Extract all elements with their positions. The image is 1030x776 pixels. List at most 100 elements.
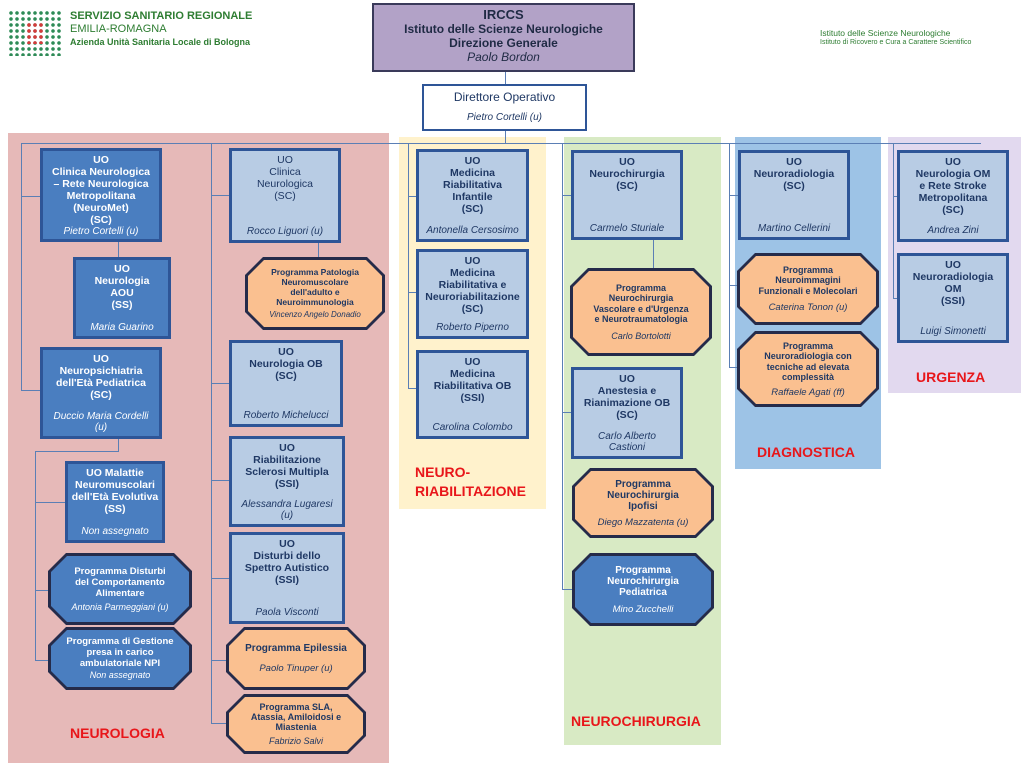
program-title: Programma Neurochirurgia Ipofisi xyxy=(607,478,679,512)
connector-col4-ped xyxy=(562,589,574,590)
program-person: Diego Mazzatenta (u) xyxy=(597,516,689,528)
area-label-neurochirurgia: NEUROCHIRURGIA xyxy=(571,713,701,729)
unit-neuropsichiatria: UO Neuropsichiatria dell'Età Pediatrica … xyxy=(40,347,162,439)
connector-col4-an xyxy=(562,412,571,413)
program-title: Programma Neuroradiologia con tecniche a… xyxy=(764,340,852,382)
connector-npi-to-malattie xyxy=(35,502,65,503)
connector-col3-inf xyxy=(408,196,416,197)
unit-title: UO Disturbi dello Spettro Autistico (SSI… xyxy=(244,538,330,586)
unit-clinica-neuromet: UO Clinica Neurologica – Rete Neurologic… xyxy=(40,148,162,242)
unit-neurochirurgia: UO Neurochirurgia (SC) Carmelo Sturiale xyxy=(571,150,683,240)
unit-title: UO Neuroradiologia OM (SSI) xyxy=(912,259,994,307)
connector-col3 xyxy=(408,143,409,388)
connector-main-horizontal xyxy=(21,143,981,144)
program-person: Paolo Tinuper (u) xyxy=(259,663,333,674)
connector-clinica-prog xyxy=(318,243,319,257)
irccs-box: IRCCS Istituto delle Scienze Neurologich… xyxy=(372,3,635,72)
area-label-neuroriabilitazione: NEURO- RIABILITAZIONE xyxy=(415,464,526,499)
unit-anestesia: UO Anestesia e Rianimazione OB (SC) Carl… xyxy=(571,367,683,459)
connector-npi-to-alimentare xyxy=(35,590,49,591)
connector-col6-om xyxy=(893,196,897,197)
unit-person: Maria Guarino xyxy=(90,322,154,333)
unit-person: Carmelo Sturiale xyxy=(589,223,665,234)
connector-neuromet-aou xyxy=(118,242,119,257)
unit-spettro-autistico: UO Disturbi dello Spettro Autistico (SSI… xyxy=(229,532,345,624)
unit-person: Alessandra Lugaresi (u) xyxy=(241,499,333,521)
program-pediatrica: Programma Neurochirurgia Pediatrica Mino… xyxy=(572,553,714,626)
unit-person: Duccio Maria Cordelli (u) xyxy=(53,411,149,433)
unit-person: Carlo Alberto Castioni xyxy=(598,431,656,453)
unit-title: UO Medicina Riabilitativa e Neuroriabili… xyxy=(425,255,520,315)
area-label-neurologia: NEUROLOGIA xyxy=(70,725,165,741)
program-person: Vincenzo Angelo Donadio xyxy=(269,310,361,319)
connector-col6-nom xyxy=(893,298,897,299)
unit-title: UO Medicina Riabilitativa OB (SSI) xyxy=(433,356,512,404)
isn-logo-line-1: Istituto delle Scienze Neurologiche xyxy=(820,28,951,38)
unit-person: Andrea Zini xyxy=(927,225,979,236)
direttore-operativo-box: Direttore Operativo Pietro Cortelli (u) xyxy=(422,84,587,131)
program-disturbi-alimentare: Programma Disturbi del Comportamento Ali… xyxy=(48,553,192,625)
ausl-logo: SERVIZIO SANITARIO REGIONALE EMILIA-ROMA… xyxy=(8,10,258,56)
program-title: Programma Neurochirurgia Pediatrica xyxy=(607,564,679,598)
ausl-logo-mark-red xyxy=(26,22,44,44)
connector-col1-neuromet xyxy=(21,196,40,197)
unit-title: UO Anestesia e Rianimazione OB (SC) xyxy=(583,373,671,421)
connector-npi-to-gestione xyxy=(35,660,49,661)
unit-title: UO Clinica Neurologica – Rete Neurologic… xyxy=(51,154,151,226)
program-title: Programma Epilessia xyxy=(245,643,347,654)
unit-person: Roberto Michelucci xyxy=(243,410,329,421)
unit-title: UO Neuropsichiatria dell'Età Pediatrica … xyxy=(55,353,147,401)
isn-logo-line-2: Istituto di Ricovero e Cura a Carattere … xyxy=(820,39,972,46)
ausl-logo-line-3: Azienda Unità Sanitaria Locale di Bologn… xyxy=(70,37,251,47)
connector-col5 xyxy=(729,143,730,367)
unit-malattie-neuromuscolari: UO Malattie Neuromuscolari dell'Età Evol… xyxy=(65,461,165,543)
connector-col4 xyxy=(562,143,563,589)
isn-logo: Istituto delle Scienze Neurologiche Isti… xyxy=(820,28,1025,47)
connector-col5-img xyxy=(729,285,738,286)
unit-neurologia-om: UO Neurologia OM e Rete Stroke Metropoli… xyxy=(897,150,1009,242)
connector-npi-branch-vert xyxy=(35,451,36,661)
unit-riab-neuro: UO Medicina Riabilitativa e Neuroriabili… xyxy=(416,249,529,339)
program-tecniche-elevata: Programma Neuroradiologia con tecniche a… xyxy=(737,331,879,407)
unit-title: UO Neuroradiologia (SC) xyxy=(753,156,835,192)
program-ipofisi: Programma Neurochirurgia Ipofisi Diego M… xyxy=(572,468,714,538)
connector-nc-prog xyxy=(653,240,654,270)
irccs-title-line-3: Direzione Generale xyxy=(449,36,558,50)
unit-clinica-neurologica: UO Clinica Neurologica (SC) Rocco Liguor… xyxy=(229,148,341,243)
unit-neurologia-ob: UO Neurologia OB (SC) Roberto Michelucci xyxy=(229,340,343,427)
unit-person: Roberto Piperno xyxy=(436,322,509,333)
direttore-operativo-person: Pietro Cortelli (u) xyxy=(466,112,543,123)
unit-title: UO Neurochirurgia (SC) xyxy=(589,156,665,192)
connector-col5-tec xyxy=(729,367,738,368)
connector-col5-nr xyxy=(729,195,738,196)
connector-col2 xyxy=(211,143,212,723)
unit-person: Carolina Colombo xyxy=(432,422,513,433)
unit-person: Rocco Liguori (u) xyxy=(246,226,324,237)
irccs-title-line-2: Istituto delle Scienze Neurologiche xyxy=(404,22,603,36)
unit-person: Martino Cellerini xyxy=(757,223,831,234)
unit-title: UO Neurologia OB (SC) xyxy=(249,346,323,382)
program-title: Programma Patologia Neuromuscolare dell'… xyxy=(271,267,359,307)
unit-neuroradiologia-om: UO Neuroradiologia OM (SSI) Luigi Simone… xyxy=(897,253,1009,343)
connector-col6 xyxy=(893,143,894,298)
area-label-urgenza: URGENZA xyxy=(916,369,986,385)
direttore-operativo-title: Direttore Operativo xyxy=(453,90,556,104)
program-title: Programma Neuroimmagini Funzionali e Mol… xyxy=(758,264,858,296)
unit-riab-infantile: UO Medicina Riabilitativa Infantile (SC)… xyxy=(416,149,529,242)
connector-col4-nc xyxy=(562,195,571,196)
program-epilessia: Programma Epilessia Paolo Tinuper (u) xyxy=(226,627,366,690)
connector-col3-ob xyxy=(408,388,416,389)
connector-col2-aut xyxy=(211,578,229,579)
connector-col2-clinica xyxy=(211,195,229,196)
connector-col2-sla xyxy=(211,723,229,724)
unit-title: UO Malattie Neuromuscolari dell'Età Evol… xyxy=(71,467,159,515)
unit-neurologia-aou: UO Neurologia AOU (SS) Maria Guarino xyxy=(73,257,171,339)
program-neurochir-vascolare: Programma Neurochirurgia Vascolare e d'U… xyxy=(570,268,712,356)
program-person: Non assegnato xyxy=(89,670,151,680)
program-neuroimmagini: Programma Neuroimmagini Funzionali e Mol… xyxy=(737,253,879,325)
ausl-logo-line-1: SERVIZIO SANITARIO REGIONALE xyxy=(70,10,253,22)
program-gestione-npi: Programma di Gestione presa in carico am… xyxy=(48,627,192,690)
connector-npi-branch xyxy=(35,451,119,452)
unit-title: UO Riabilitazione Sclerosi Multipla (SSI… xyxy=(245,442,329,490)
connector-col2-epi xyxy=(211,660,229,661)
